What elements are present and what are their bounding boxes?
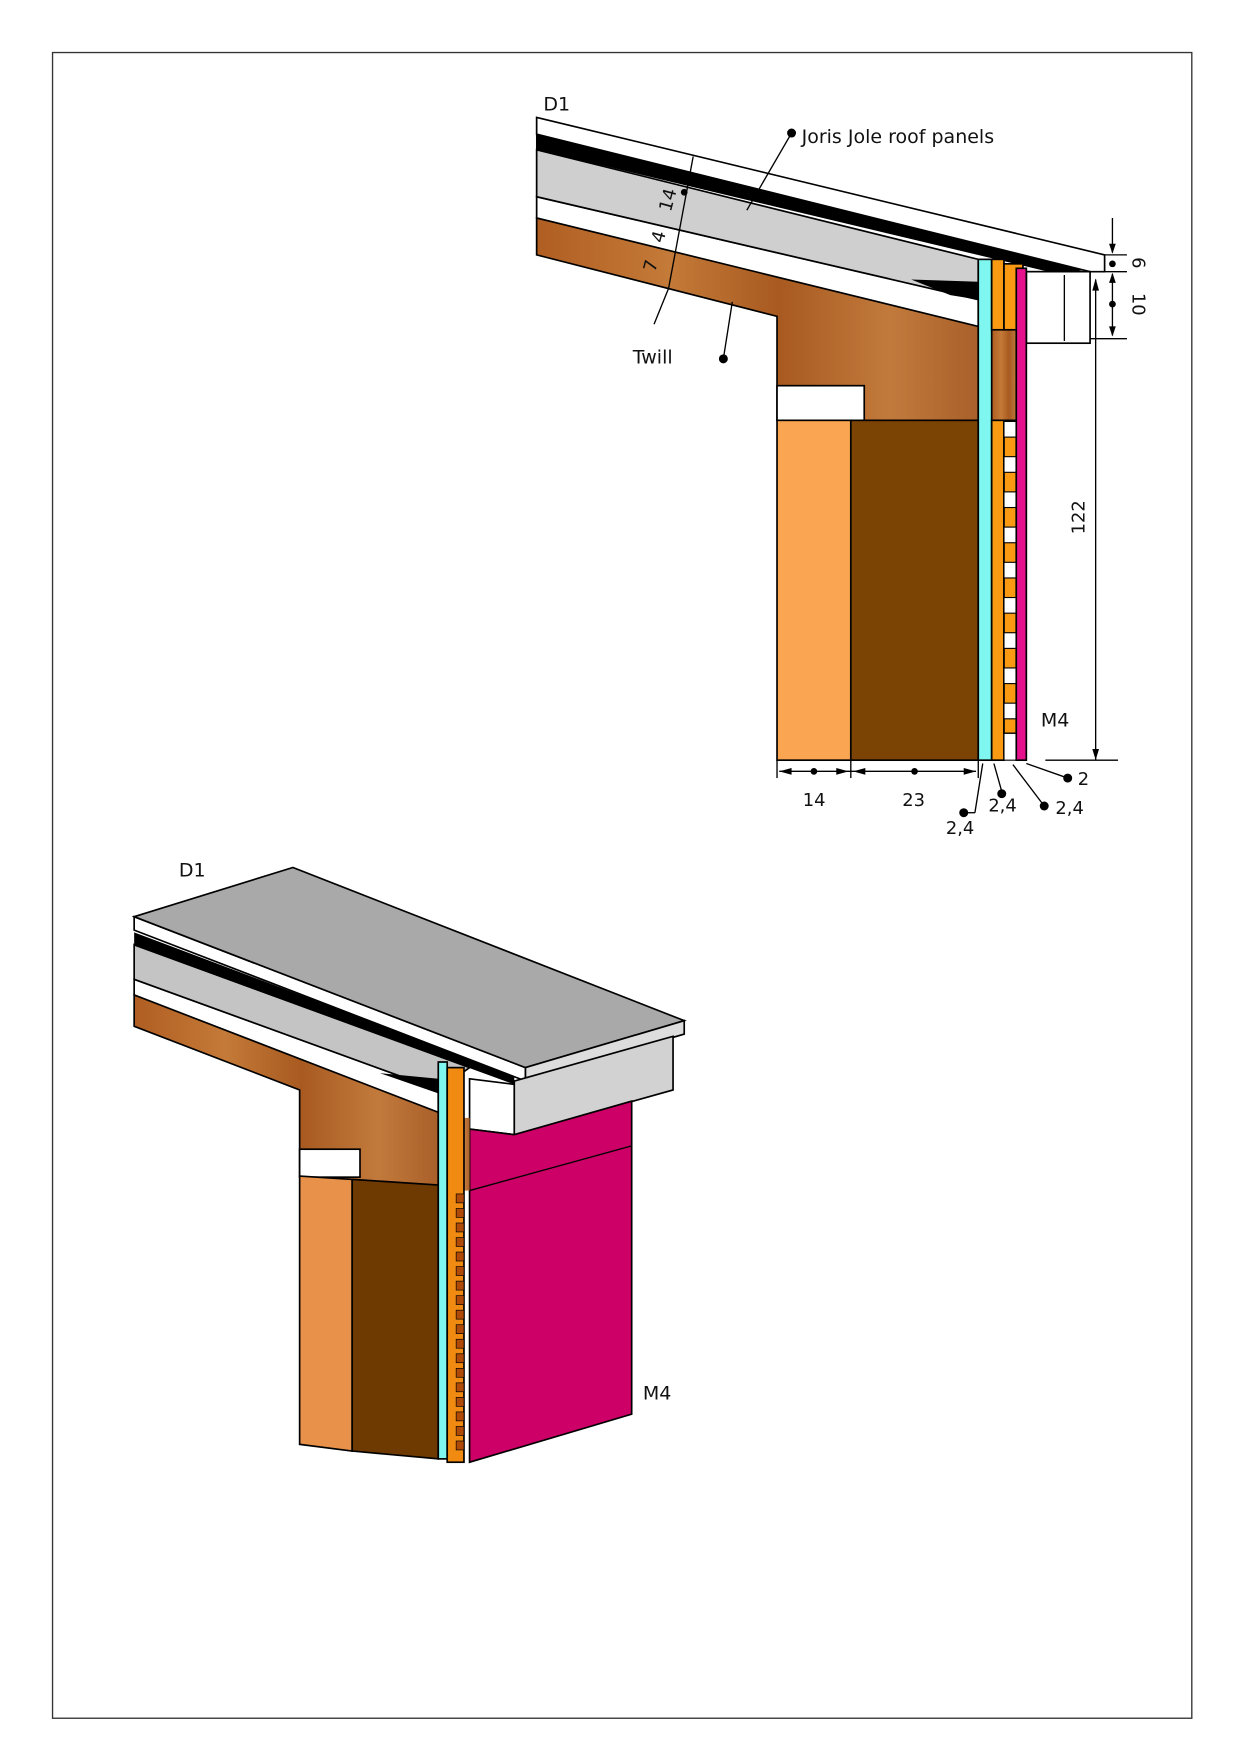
- iso-vent-square: [455, 1440, 465, 1451]
- dim-fascia-10: 10: [1128, 293, 1149, 316]
- iso-vent-square: [455, 1280, 465, 1291]
- iso-vent-square: [455, 1353, 465, 1364]
- iso-vent-square: [455, 1397, 465, 1407]
- iso-cladding: [468, 1100, 633, 1464]
- iso-fascia-front: [513, 1035, 674, 1136]
- roof-black-wedge: [911, 279, 979, 300]
- dim-wall-23: 23: [902, 790, 925, 811]
- ventilation-gaps: [1003, 420, 1017, 761]
- dim-edge-6: 6: [1128, 257, 1149, 268]
- wall-insulation: [776, 419, 852, 762]
- isometric-drawing: D1 M4: [131, 859, 687, 1464]
- batten-top-1: [990, 258, 1005, 331]
- iso-label-d1: D1: [179, 859, 206, 881]
- iso-vent-square: [455, 1222, 465, 1233]
- dim-roof-4: 4: [648, 229, 671, 245]
- dim-layer-c: 2,4: [1055, 798, 1083, 819]
- vent-gap-bottom: [1003, 732, 1017, 761]
- iso-vent-square: [455, 1411, 465, 1422]
- iso-wall-insulation: [298, 1175, 354, 1452]
- vent-square: [1003, 667, 1017, 685]
- dim-layer-a: 2,4: [946, 818, 974, 839]
- section-label-m4: M4: [1041, 710, 1069, 732]
- annotation-rafter: Twill: [632, 346, 673, 368]
- iso-label-m4: M4: [643, 1383, 671, 1405]
- dim-roof-7: 7: [640, 258, 663, 274]
- iso-vent-square: [455, 1237, 465, 1247]
- vent-square: [1003, 561, 1017, 579]
- iso-roof-black-band: [134, 932, 515, 1085]
- dim-layer-b: 2,4: [988, 796, 1016, 817]
- wall-white-block: [776, 384, 866, 422]
- vent-square: [1003, 702, 1017, 720]
- iso-vent-square: [455, 1251, 465, 1262]
- wall-batten: [990, 419, 1005, 762]
- iso-membrane: [437, 1061, 449, 1460]
- fascia-box: [1025, 270, 1091, 345]
- iso-vent-square: [455, 1266, 465, 1276]
- iso-cladding-joint: [469, 1145, 632, 1192]
- iso-vent-square: [455, 1324, 465, 1335]
- section-drawing: D1 Joris Jole roof panels Twill 14 4 7 6…: [535, 94, 1149, 839]
- vent-square: [1003, 526, 1017, 544]
- iso-vent-square: [455, 1309, 465, 1320]
- sheet-frame: [51, 51, 1193, 1719]
- iso-vent-square: [455, 1367, 465, 1378]
- vent-square: [1003, 420, 1017, 438]
- dim-wall-14: 14: [803, 790, 826, 811]
- cladding-magenta: [1015, 267, 1028, 762]
- iso-vent-square: [455, 1208, 465, 1218]
- wall-stud: [849, 419, 980, 762]
- dim-cladding-2: 2: [1078, 769, 1089, 790]
- vent-square: [1003, 491, 1017, 509]
- vent-square: [1003, 632, 1017, 649]
- iso-ventilation-gaps: [455, 1193, 465, 1451]
- iso-fascia-white: [468, 1077, 516, 1136]
- iso-wall-white-block: [298, 1148, 361, 1178]
- iso-vent-square: [455, 1426, 465, 1436]
- iso-vent-square: [455, 1338, 465, 1349]
- iso-wall-stud: [351, 1178, 440, 1460]
- section-label-d1: D1: [543, 94, 570, 116]
- vent-square: [1003, 456, 1017, 473]
- iso-roof-black-wedge: [380, 1073, 439, 1094]
- vent-square: [1003, 596, 1017, 614]
- iso-vent-square: [455, 1295, 465, 1305]
- wall-membrane: [977, 258, 993, 762]
- dimension-lines: [653, 128, 1127, 818]
- dim-wall-122: 122: [1068, 500, 1089, 534]
- annotation-roof-panels: Joris Jole roof panels: [801, 126, 994, 148]
- iso-vent-square: [455, 1193, 465, 1204]
- iso-batten: [446, 1066, 465, 1464]
- iso-vent-square: [455, 1382, 465, 1393]
